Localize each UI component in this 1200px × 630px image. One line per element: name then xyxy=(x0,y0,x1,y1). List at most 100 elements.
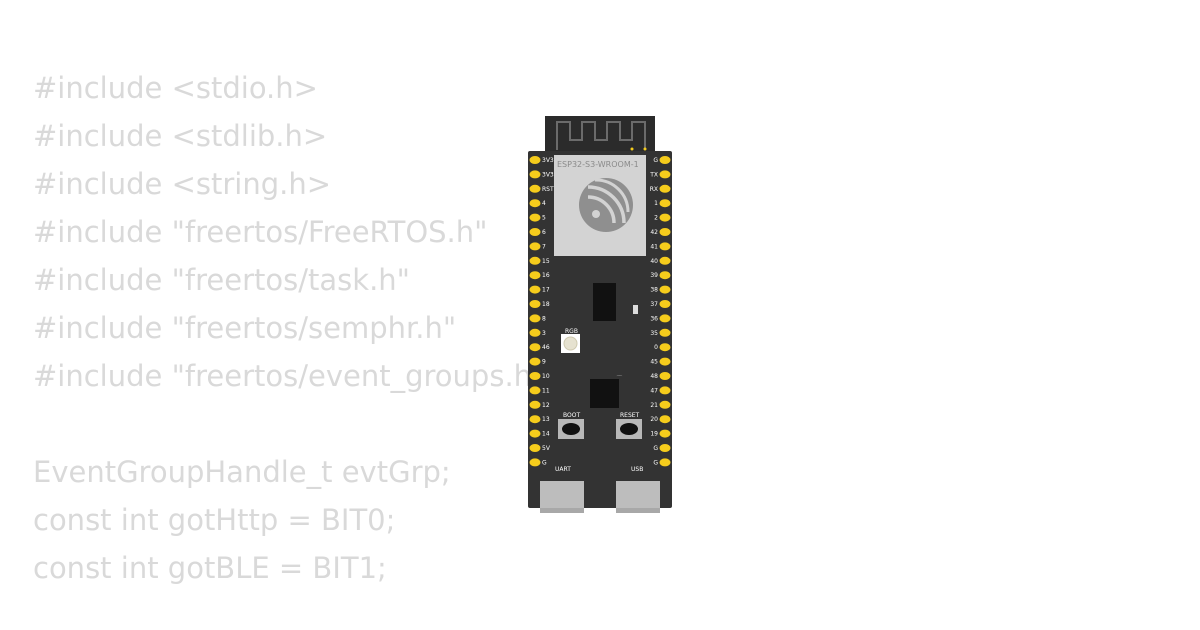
right-pin-label: TX xyxy=(649,171,658,178)
voltage-regulator-chip xyxy=(593,283,616,321)
left-pin-pad xyxy=(529,156,541,164)
right-pin-label: 42 xyxy=(650,229,658,236)
right-pin-label: 38 xyxy=(650,287,658,294)
left-pin-label: 18 xyxy=(542,301,550,308)
right-pin-pad xyxy=(659,328,671,337)
left-pin-pad xyxy=(529,444,541,452)
left-pin-pad xyxy=(529,271,541,280)
left-pin-pad xyxy=(529,228,541,236)
usb-label: USB xyxy=(631,466,643,473)
boot-button[interactable] xyxy=(558,419,584,439)
right-pin-label: 40 xyxy=(650,258,658,265)
left-pin-label: 6 xyxy=(542,229,546,236)
left-pin-label: 5 xyxy=(542,215,546,222)
right-pin-pad xyxy=(659,343,671,352)
code-line: #include <string.h> xyxy=(33,167,332,201)
espressif-logo-icon xyxy=(579,178,633,232)
left-pin-label: 17 xyxy=(542,287,550,294)
usb-connector-edge xyxy=(616,508,660,513)
antenna-trace xyxy=(556,121,646,150)
code-line: #include <stdio.h> xyxy=(33,71,318,105)
left-pin-label: G xyxy=(542,459,547,466)
right-pin-pad xyxy=(659,242,671,251)
left-pin-pad xyxy=(529,415,541,424)
left-pin-label: 10 xyxy=(542,373,550,380)
right-pin-pad xyxy=(659,199,671,208)
code-line: const int gotHttp = BIT0; xyxy=(33,503,396,537)
rgb-led-lens xyxy=(563,336,578,351)
left-pin-label: 12 xyxy=(542,402,550,409)
code-line: EventGroupHandle_t evtGrp; xyxy=(33,455,451,489)
code-line: #include <stdlib.h> xyxy=(33,119,328,153)
left-pin-pad xyxy=(529,429,541,438)
left-pin-pad xyxy=(529,242,541,251)
boot-label: BOOT xyxy=(563,412,580,419)
right-pin-pad xyxy=(659,184,671,193)
left-pin-pad xyxy=(529,386,541,395)
reset-button[interactable] xyxy=(616,419,642,439)
right-pin-pad xyxy=(659,156,671,164)
right-pin-pad xyxy=(659,228,671,236)
code-editor: #include <stdio.h> #include <stdlib.h> #in… xyxy=(33,64,545,592)
right-pin-label: 35 xyxy=(650,330,658,337)
left-pin-label: 15 xyxy=(542,258,550,265)
right-pin-pad xyxy=(659,400,671,409)
left-pin-label: RST xyxy=(542,186,554,193)
right-pin-pad xyxy=(659,314,671,323)
left-pin-pad xyxy=(529,170,541,179)
right-pin-label: 21 xyxy=(650,402,658,409)
left-pin-label: 8 xyxy=(542,315,546,322)
code-line: #include "freertos/event_groups.h" xyxy=(33,359,546,393)
right-pin-pad xyxy=(659,357,671,366)
right-pin-label: 2 xyxy=(654,215,658,222)
left-pin-label: 3V3 xyxy=(542,171,554,178)
left-pin-label: 16 xyxy=(542,272,550,279)
right-pin-pad xyxy=(659,213,671,222)
right-pin-label: RX xyxy=(650,186,658,193)
left-pin-label: 13 xyxy=(542,416,550,423)
right-pin-label: G xyxy=(653,459,658,466)
right-pin-pad xyxy=(659,170,671,179)
chip-pin1-mark: ⁀ xyxy=(616,376,623,383)
uart-usb-connector[interactable] xyxy=(540,481,584,513)
right-pin-pad xyxy=(659,386,671,395)
right-pin-pad xyxy=(659,285,671,294)
right-pin-pad xyxy=(659,256,671,265)
left-pin-pad xyxy=(529,199,541,208)
usb-connector[interactable] xyxy=(616,481,660,513)
left-pin-pad xyxy=(529,285,541,294)
left-pin-pad xyxy=(529,213,541,222)
left-pin-pad xyxy=(529,372,541,380)
left-pin-label: 3 xyxy=(542,330,546,337)
right-pin-pad xyxy=(659,415,671,424)
right-pin-label: 20 xyxy=(650,416,658,423)
power-led xyxy=(633,305,638,314)
right-pin-label: 39 xyxy=(650,272,658,279)
reset-label: RESET xyxy=(620,412,640,419)
right-pin-label: 48 xyxy=(650,373,658,380)
code-line: #include "freertos/FreeRTOS.h" xyxy=(33,215,488,249)
module-label: ESP32-S3-WROOM-1 xyxy=(557,160,639,169)
left-pin-label: 9 xyxy=(542,359,546,366)
right-pin-label: 37 xyxy=(650,301,658,308)
left-pin-label: 7 xyxy=(542,243,546,250)
left-pin-pad xyxy=(529,300,541,308)
uart-connector-edge xyxy=(540,508,584,513)
right-pin-label: G xyxy=(653,157,658,164)
usb-uart-bridge-chip xyxy=(590,379,619,408)
right-pin-pad xyxy=(659,444,671,452)
left-pin-label: 14 xyxy=(542,431,550,438)
left-pin-pad xyxy=(529,314,541,323)
uart-label: UART xyxy=(555,466,571,473)
left-pin-pad xyxy=(529,357,541,366)
antenna-dot-2 xyxy=(643,147,647,151)
right-pin-label: 47 xyxy=(650,387,658,394)
code-line: const int gotBLE = BIT1; xyxy=(33,551,387,585)
left-pin-label: 4 xyxy=(542,200,546,207)
left-pin-pad xyxy=(529,184,541,193)
left-pin-label: 3V3 xyxy=(542,157,554,164)
antenna-dot-1 xyxy=(630,147,634,151)
